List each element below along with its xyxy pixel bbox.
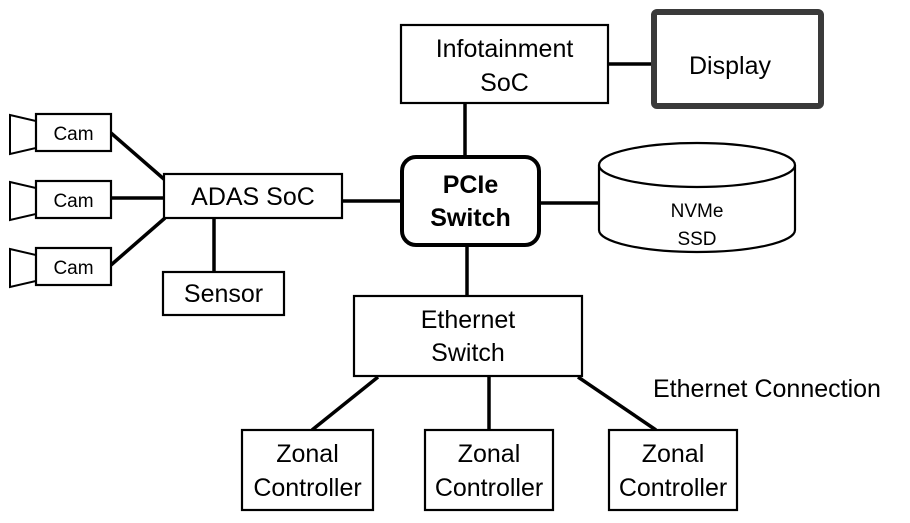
infotainment-soc-label-line1: Infotainment [436, 35, 574, 63]
camera-3[interactable]: Cam [9, 246, 113, 289]
display-node[interactable]: Display [651, 9, 824, 109]
display-label: Display [689, 52, 771, 80]
zonal-controller-label-line2: Controller [253, 474, 361, 502]
camera-label: Cam [53, 258, 93, 279]
nvme-cylinder-body [597, 165, 797, 254]
ethernet-switch-label-line1: Ethernet [421, 306, 516, 334]
zonal-controller-label-line1: Zonal [458, 440, 521, 468]
ethernet-connection-annotation: Ethernet Connection [653, 375, 881, 403]
nvme-cylinder-top [597, 141, 797, 189]
camera-2[interactable]: Cam [9, 179, 113, 222]
sensor-node[interactable]: Sensor [161, 270, 286, 317]
nvme-ssd-label-line2: SSD [677, 229, 716, 250]
camera-box [34, 246, 113, 287]
camera-lens-icon [9, 180, 37, 222]
pcie-switch-box [400, 155, 541, 247]
adas-soc-box [162, 172, 344, 220]
sensor-box [161, 270, 286, 317]
camera-label: Cam [53, 124, 93, 145]
zonal-controller-box [607, 428, 739, 512]
camera-box [34, 112, 113, 153]
nvme-ssd-node[interactable]: NVMe SSD [597, 141, 797, 254]
edge-cam3-adas [109, 216, 167, 267]
pcie-switch-label-line2: Switch [430, 204, 511, 232]
zonal-controller-1[interactable]: Zonal Controller [240, 428, 375, 512]
camera-lens-icon [9, 113, 37, 156]
zonal-controller-label-line1: Zonal [642, 440, 705, 468]
zonal-controller-box [423, 428, 555, 512]
zonal-controller-label-line2: Controller [435, 474, 543, 502]
zonal-controller-2[interactable]: Zonal Controller [423, 428, 555, 512]
ethernet-switch-node[interactable]: Ethernet Switch [352, 294, 584, 378]
edge-cam1-adas [109, 131, 167, 182]
infotainment-soc-box [399, 23, 610, 105]
display-box [651, 9, 824, 109]
sensor-label: Sensor [184, 280, 263, 308]
edge-ethernet-zonal1 [310, 375, 380, 432]
camera-box [34, 179, 113, 220]
ethernet-switch-label-line2: Switch [431, 339, 505, 367]
connections [109, 62, 657, 432]
adas-soc-node[interactable]: ADAS SoC [162, 172, 344, 220]
pcie-switch-node[interactable]: PCIe Switch [400, 155, 541, 247]
zonal-controller-label-line1: Zonal [276, 440, 339, 468]
infotainment-soc-label-line2: SoC [480, 69, 529, 97]
adas-soc-label: ADAS SoC [191, 183, 315, 211]
zonal-controller-label-line2: Controller [619, 474, 727, 502]
zonal-controller-3[interactable]: Zonal Controller [607, 428, 739, 512]
ethernet-switch-box [352, 294, 584, 378]
edge-ethernet-zonal3 [577, 375, 657, 432]
infotainment-soc-node[interactable]: Infotainment SoC [399, 23, 610, 105]
zonal-controller-box [240, 428, 375, 512]
pcie-switch-label-line1: PCIe [443, 171, 499, 199]
camera-label: Cam [53, 191, 93, 212]
camera-1[interactable]: Cam [9, 112, 113, 156]
camera-lens-icon [9, 247, 37, 289]
nvme-ssd-label-line1: NVMe [671, 201, 724, 222]
